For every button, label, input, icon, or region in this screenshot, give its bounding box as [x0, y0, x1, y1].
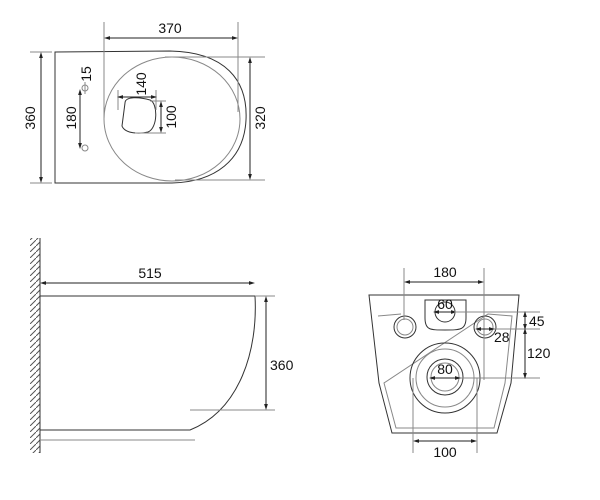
dim-360: 360	[22, 106, 38, 130]
dim-15: 15	[78, 66, 94, 82]
side-outline	[40, 295, 256, 431]
outlet-shape	[121, 97, 157, 134]
dim-515: 515	[138, 265, 162, 281]
dim-28: 28	[494, 329, 510, 345]
bolt-hole-right	[476, 318, 494, 336]
inlet-cutout	[424, 299, 467, 331]
dim-100: 100	[163, 105, 179, 129]
fixing-hole	[81, 144, 89, 152]
dim-370: 370	[158, 20, 182, 36]
dim-360-height: 360	[270, 357, 294, 373]
top-view: 370 360 320 180 15 140 100	[22, 20, 268, 184]
side-view: 515 360	[30, 238, 294, 453]
dim-140: 140	[133, 72, 149, 96]
dim-320: 320	[252, 106, 268, 130]
rear-outline	[368, 294, 520, 434]
rear-view: 180 60 28 45 120 80 100	[368, 264, 551, 460]
dim-100-rear: 100	[433, 444, 457, 460]
wall-hatching	[30, 238, 40, 453]
dim-60: 60	[437, 296, 453, 312]
dim-180-rear: 180	[433, 264, 457, 280]
dim-45: 45	[529, 313, 545, 329]
bolt-hole-left	[396, 318, 414, 336]
dim-120: 120	[527, 345, 551, 361]
dim-180: 180	[63, 106, 79, 130]
dim-80: 80	[437, 361, 453, 377]
